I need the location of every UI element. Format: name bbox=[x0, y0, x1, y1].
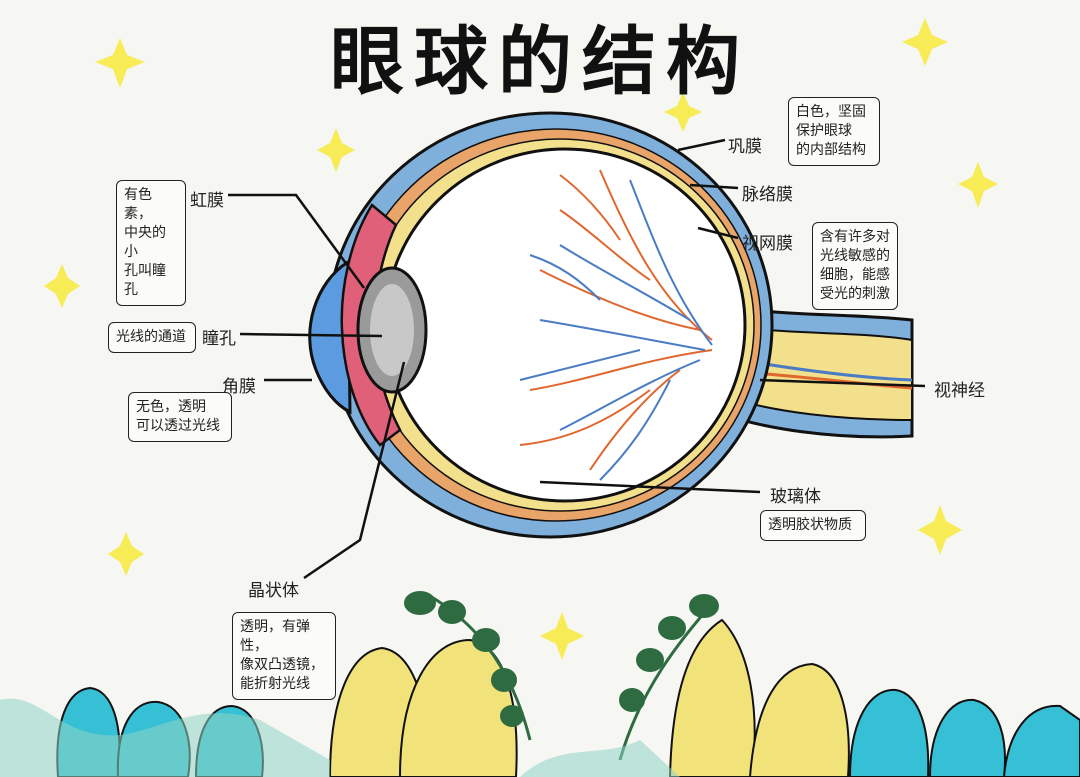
label-retina: 视网膜 bbox=[742, 234, 793, 254]
leader-lines bbox=[228, 138, 926, 580]
note-sclera: 白色，坚固 保护眼球 的内部结构 bbox=[788, 97, 880, 166]
leader-lens bbox=[303, 361, 406, 580]
label-cornea: 角膜 bbox=[222, 377, 256, 397]
label-sclera: 巩膜 bbox=[728, 137, 762, 157]
note-lens: 透明，有弹性， 像双凸透镜， 能折射光线 bbox=[232, 612, 336, 700]
star-icon bbox=[317, 128, 355, 172]
note-retina: 含有许多对 光线敏感的 细胞，能感 受光的刺激 bbox=[812, 222, 898, 310]
decorative-stars bbox=[44, 18, 998, 660]
page-title: 眼球的结构 bbox=[330, 19, 750, 105]
label-pupil: 瞳孔 bbox=[202, 329, 236, 349]
leader-iris bbox=[228, 193, 366, 289]
star-icon bbox=[958, 162, 998, 208]
leader-pupil bbox=[239, 332, 383, 338]
note-pupil: 光线的通道 bbox=[108, 322, 196, 353]
label-choroid: 脉络膜 bbox=[742, 185, 793, 205]
leader-optic-nerve bbox=[759, 378, 926, 388]
star-icon bbox=[108, 532, 144, 576]
star-icon bbox=[902, 18, 948, 66]
note-iris: 有色素， 中央的小 孔叫瞳孔 bbox=[116, 180, 186, 306]
cornea bbox=[308, 259, 352, 415]
star-icon bbox=[95, 38, 145, 88]
leader-vitreous bbox=[539, 480, 761, 494]
eyeball bbox=[326, 111, 774, 539]
star-icon bbox=[664, 92, 702, 132]
star-icon bbox=[540, 612, 584, 660]
leader-sclera bbox=[677, 138, 726, 152]
note-vitreous: 透明胶状物质 bbox=[760, 510, 866, 541]
label-iris: 虹膜 bbox=[190, 191, 224, 211]
leader-retina bbox=[697, 226, 739, 240]
leader-choroid bbox=[689, 183, 739, 190]
note-cornea: 无色，透明 可以透过光线 bbox=[128, 392, 232, 442]
star-icon bbox=[44, 264, 80, 308]
label-lens: 晶状体 bbox=[248, 581, 299, 601]
blood-vessels bbox=[519, 169, 713, 481]
front-structures bbox=[308, 203, 428, 447]
label-optic-nerve: 视神经 bbox=[934, 381, 985, 401]
decorative-plants bbox=[0, 591, 1080, 777]
star-icon bbox=[918, 505, 962, 555]
label-vitreous: 玻璃体 bbox=[770, 487, 821, 507]
